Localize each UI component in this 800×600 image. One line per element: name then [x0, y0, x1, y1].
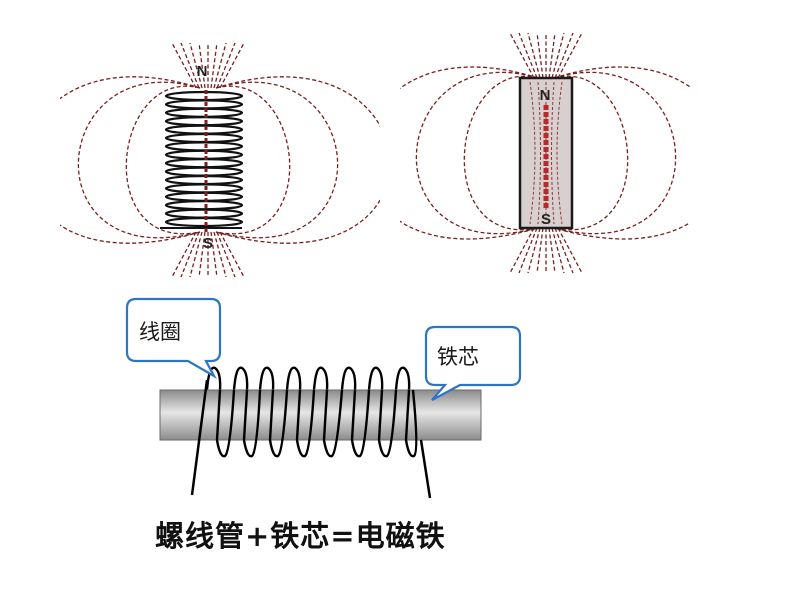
coil-top-arc	[285, 366, 302, 391]
solenoid-north-label: N	[197, 63, 208, 80]
field-line-left	[125, 85, 201, 235]
coil-front-strand	[404, 389, 418, 458]
field-line-south-fan	[557, 227, 583, 274]
field-line-south-fan	[210, 231, 218, 278]
magnet-north-label: N	[540, 87, 551, 104]
field-line-north-fan	[216, 42, 236, 89]
field-line-south-fan	[213, 231, 227, 278]
coil-top-arc	[205, 366, 222, 391]
field-line-north-fan	[551, 32, 565, 79]
field-line-right	[215, 85, 291, 235]
solenoid-south-label: S	[203, 235, 213, 252]
field-line-right	[215, 81, 339, 239]
field-line-north-fan	[509, 32, 535, 79]
field-line-north-fan	[171, 42, 197, 89]
coil-top-arc	[258, 366, 275, 391]
core-callout: 铁芯	[424, 325, 522, 401]
field-line-north-fan	[518, 32, 538, 79]
solenoid-field-lines	[60, 42, 380, 278]
coil-top-arc	[394, 366, 411, 391]
field-line-south-fan	[189, 231, 203, 278]
field-line-north-fan	[219, 42, 245, 89]
bar-magnet-inner-lines	[529, 81, 563, 225]
coil-front-strand	[322, 389, 344, 458]
field-line-south-fan	[536, 227, 544, 274]
magnet-south-label: S	[541, 211, 551, 228]
coil-top-arc	[340, 366, 357, 391]
coil-turn	[164, 216, 244, 228]
core-callout-bubble	[424, 325, 522, 401]
field-line-south-fan	[219, 231, 245, 278]
field-line-left	[463, 75, 539, 231]
coil-front-strands	[215, 389, 418, 458]
iron-core-rod	[159, 389, 482, 441]
field-line-right	[553, 75, 629, 231]
coil-front-strand	[377, 389, 398, 458]
field-line-south-fan	[518, 227, 538, 274]
field-line-north-fan	[213, 42, 227, 89]
field-line-south-fan	[180, 231, 200, 278]
coil-callout-bubble	[125, 297, 222, 379]
electromagnet-formula: 螺线管+铁芯=电磁铁	[155, 519, 446, 553]
solenoid-coil	[160, 90, 244, 232]
field-line-north-fan	[557, 32, 583, 79]
field-line-north-fan	[189, 42, 203, 89]
bar-magnet-field-lines	[400, 32, 690, 274]
field-line-south-fan	[527, 227, 541, 274]
coil-front-strand	[242, 389, 262, 458]
coil-callout-text: 线圈	[139, 320, 181, 344]
coil-front-strand	[295, 389, 316, 458]
inner-field-line	[537, 81, 541, 225]
inner-field-line	[551, 81, 555, 225]
bar-magnet-field-figure: N S	[400, 32, 690, 274]
field-line-left	[415, 71, 539, 235]
coil-front-strand	[215, 389, 236, 458]
coil-front-strand	[268, 389, 289, 458]
coil-callout: 线圈	[125, 297, 222, 379]
coil-back-strands	[205, 366, 411, 391]
field-line-south-fan	[551, 227, 565, 274]
coil-top-arc	[232, 366, 249, 391]
field-line-south-fan	[171, 231, 197, 278]
field-line-north-fan	[536, 32, 544, 79]
field-line-north-fan	[527, 32, 541, 79]
field-line-north-fan	[180, 42, 200, 89]
field-line-right	[553, 71, 677, 235]
field-line-south-fan	[548, 227, 556, 274]
field-line-north-fan	[554, 32, 574, 79]
field-line-north-fan	[548, 32, 556, 79]
coil-top-arc	[312, 366, 329, 391]
core-callout-text: 铁芯	[437, 345, 479, 369]
field-line-south-fan	[198, 231, 206, 278]
field-line-south-fan	[216, 231, 236, 278]
solenoid-field-figure: N S	[60, 42, 380, 278]
field-line-north-fan	[198, 42, 206, 89]
inner-field-line	[556, 81, 563, 225]
coil-lead-left	[190, 379, 209, 496]
inner-field-line	[529, 81, 536, 225]
field-line-south-fan	[509, 227, 535, 274]
field-line-north-fan	[210, 42, 218, 89]
coil-top-arc	[367, 366, 384, 391]
field-line-south-fan	[554, 227, 574, 274]
field-line-right	[553, 66, 690, 240]
coil-front-strand	[350, 389, 371, 458]
coil-lead-right	[419, 439, 432, 499]
field-line-left	[77, 81, 201, 239]
field-line-left	[400, 66, 539, 240]
